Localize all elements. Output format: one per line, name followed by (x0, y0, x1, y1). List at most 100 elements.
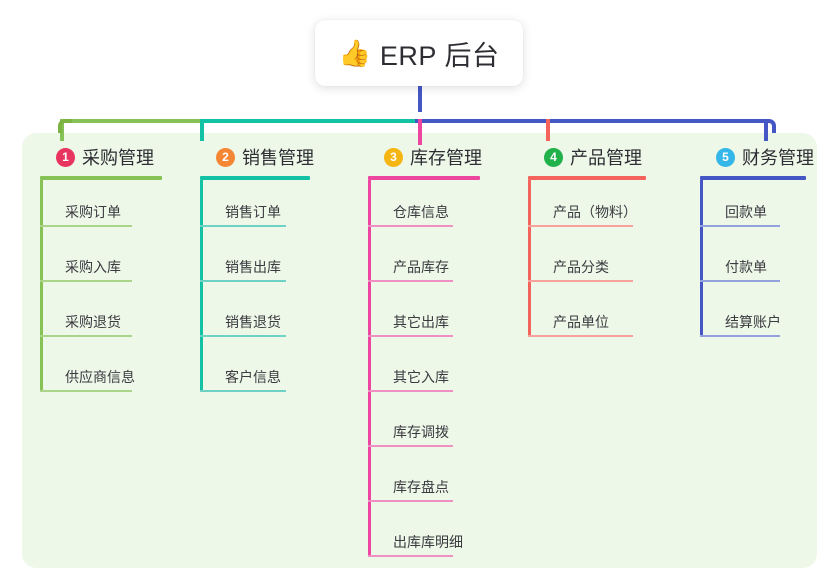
leaf-item-rule (368, 390, 453, 392)
leaf-item-rule (700, 280, 780, 282)
leaf-item[interactable]: 采购退货 (40, 290, 162, 345)
leaf-item-label: 销售出库 (225, 259, 281, 275)
column-title-label: 库存管理 (410, 148, 482, 168)
leaf-item-rule (200, 225, 286, 227)
leaf-item-label: 采购退货 (65, 314, 121, 330)
column-leaf-list: 采购订单采购入库采购退货供应商信息 (40, 180, 162, 400)
column-badge-1: 1 (56, 147, 75, 167)
leaf-item-label: 其它入库 (393, 369, 449, 385)
column-销售管理: 2 销售管理销售订单销售出库销售退货客户信息 (200, 144, 314, 400)
column-header-采购管理[interactable]: 1 采购管理 (40, 144, 162, 170)
leaf-item-rule (200, 280, 286, 282)
leaf-item[interactable]: 库存盘点 (368, 455, 480, 510)
leaf-item-label: 结算账户 (725, 314, 781, 330)
column-header-销售管理[interactable]: 2 销售管理 (200, 144, 314, 170)
column-underline (700, 176, 806, 180)
leaf-item-rule (200, 335, 286, 337)
leaf-item[interactable]: 销售退货 (200, 290, 310, 345)
leaf-item-rule (40, 280, 132, 282)
column-title-label: 销售管理 (242, 148, 314, 168)
leaf-item[interactable]: 付款单 (700, 235, 806, 290)
leaf-item-label: 销售订单 (225, 204, 281, 220)
leaf-item-rule (368, 500, 453, 502)
leaf-item[interactable]: 客户信息 (200, 345, 310, 400)
leaf-item[interactable]: 出库库明细 (368, 510, 480, 565)
connector-elbow-left (58, 119, 72, 133)
root-node-label: ERP 后台 (379, 40, 500, 71)
connector-elbow-right (762, 119, 776, 133)
column-title-label: 采购管理 (82, 148, 154, 168)
column-leaf-list: 仓库信息产品库存其它出库其它入库库存调拨库存盘点出库库明细 (368, 180, 480, 565)
leaf-item-label: 产品库存 (393, 259, 449, 275)
leaf-item-label: 其它出库 (393, 314, 449, 330)
leaf-item[interactable]: 产品库存 (368, 235, 480, 290)
leaf-item-rule (368, 445, 453, 447)
column-header-产品管理[interactable]: 4 产品管理 (528, 144, 646, 170)
leaf-item-label: 库存调拨 (393, 424, 449, 440)
column-header-库存管理[interactable]: 3 库存管理 (368, 144, 482, 170)
leaf-item-label: 库存盘点 (393, 479, 449, 495)
leaf-item[interactable]: 产品单位 (528, 290, 646, 345)
connector-bar-segment-1 (68, 119, 200, 123)
leaf-item-rule (200, 390, 286, 392)
leaf-item-label: 客户信息 (225, 369, 281, 385)
leaf-item-rule (700, 335, 780, 337)
column-underline (528, 176, 646, 180)
connector-bar-segment-3 (415, 119, 766, 123)
leaf-item[interactable]: 采购入库 (40, 235, 162, 290)
leaf-item-rule (700, 225, 780, 227)
column-产品管理: 4 产品管理产品（物料） 产品分类产品单位 (528, 144, 646, 345)
leaf-item[interactable]: 回款单 (700, 180, 806, 235)
connector-drop-库存管理 (418, 119, 422, 145)
leaf-item[interactable]: 库存调拨 (368, 400, 480, 455)
column-underline (368, 176, 480, 180)
diagram-panel (22, 133, 817, 568)
leaf-item[interactable]: 仓库信息 (368, 180, 480, 235)
connector-drop-产品管理 (546, 119, 550, 141)
root-trunk-connector (418, 86, 422, 112)
leaf-item[interactable]: 销售订单 (200, 180, 310, 235)
leaf-item-rule (368, 225, 453, 227)
root-node[interactable]: 👍 ERP 后台 (315, 20, 523, 86)
column-title-label: 产品管理 (570, 148, 642, 168)
leaf-item[interactable]: 销售出库 (200, 235, 310, 290)
leaf-item[interactable]: 产品（物料） (528, 180, 646, 235)
column-spine (40, 180, 43, 392)
leaf-item-label: 采购入库 (65, 259, 121, 275)
leaf-item-rule (40, 390, 132, 392)
column-spine (200, 180, 203, 392)
leaf-item-rule (40, 225, 132, 227)
column-title-label: 财务管理 (742, 148, 814, 168)
leaf-item[interactable]: 结算账户 (700, 290, 806, 345)
connector-bar-segment-2 (200, 119, 415, 123)
leaf-item-label: 供应商信息 (65, 369, 135, 385)
leaf-item-rule (368, 280, 453, 282)
column-badge-4: 4 (544, 147, 563, 167)
leaf-item-rule (528, 225, 633, 227)
leaf-item[interactable]: 产品分类 (528, 235, 646, 290)
leaf-item[interactable]: 其它入库 (368, 345, 480, 400)
column-badge-2: 2 (216, 147, 235, 167)
leaf-item-label: 出库库明细 (393, 534, 463, 550)
column-leaf-list: 销售订单销售出库销售退货客户信息 (200, 180, 310, 400)
leaf-item-rule (528, 280, 633, 282)
leaf-item-label: 产品分类 (553, 259, 609, 275)
connector-drop-销售管理 (200, 119, 204, 141)
column-spine (368, 180, 371, 557)
leaf-item-label: 仓库信息 (393, 204, 449, 220)
leaf-item-label: 产品（物料） (553, 204, 637, 220)
column-spine (528, 180, 531, 337)
column-underline (200, 176, 310, 180)
leaf-item-rule (368, 335, 453, 337)
leaf-item[interactable]: 采购订单 (40, 180, 162, 235)
root-node-content: 👍 ERP 后台 (339, 34, 500, 73)
column-badge-3: 3 (384, 147, 403, 167)
column-leaf-list: 产品（物料） 产品分类产品单位 (528, 180, 646, 345)
leaf-item[interactable]: 其它出库 (368, 290, 480, 345)
leaf-item[interactable]: 供应商信息 (40, 345, 162, 400)
column-underline (40, 176, 162, 180)
column-库存管理: 3 库存管理仓库信息产品库存其它出库其它入库库存调拨库存盘点出库库明细 (368, 144, 482, 565)
leaf-item-rule (40, 335, 132, 337)
